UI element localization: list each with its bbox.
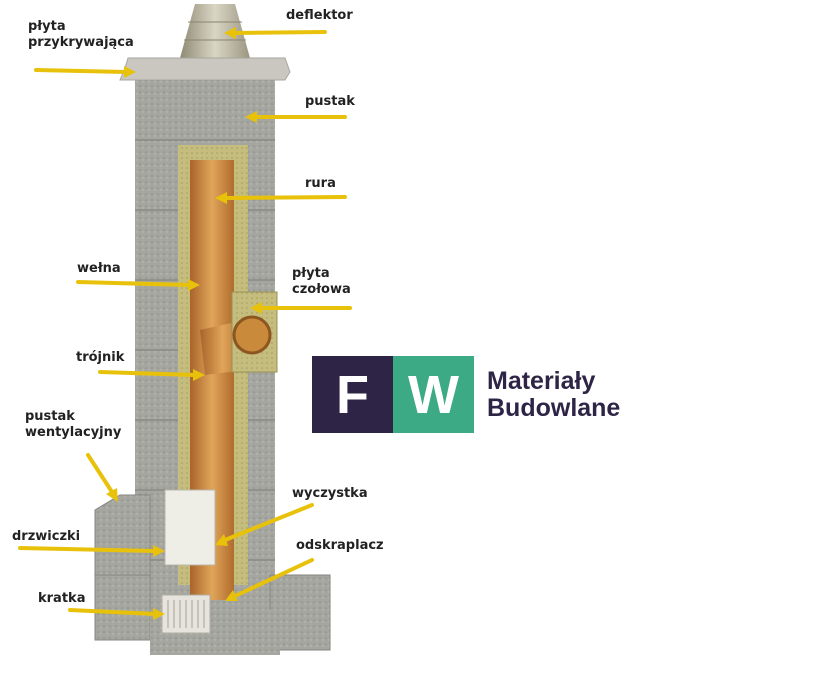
fw-logo: F W bbox=[312, 356, 474, 433]
label-trojnik: trójnik bbox=[76, 350, 125, 365]
label-line: wentylacyjny bbox=[25, 425, 122, 440]
arrow-drzwiczki bbox=[18, 546, 157, 553]
arrow-deflektor bbox=[232, 30, 327, 35]
label-deflektor: deflektor bbox=[286, 8, 353, 23]
brand-line-2: Budowlane bbox=[487, 394, 621, 422]
label-drzwiczki: drzwiczki bbox=[12, 529, 81, 544]
brand-line-1: Materiały bbox=[487, 367, 596, 395]
arrow-trojnik bbox=[98, 370, 197, 377]
logo-letter-w: W bbox=[393, 356, 474, 433]
arrow-welna bbox=[76, 280, 192, 287]
arrow-wyczystka bbox=[223, 503, 314, 542]
label-odskraplacz: odskraplacz bbox=[296, 538, 384, 553]
arrow-rura bbox=[223, 195, 347, 200]
arrow-plyta-przykrywajaca bbox=[34, 68, 128, 74]
label-welna: wełna bbox=[77, 261, 121, 276]
ventilation-block bbox=[94, 494, 151, 641]
deflector-shape bbox=[180, 4, 250, 58]
label-line: pustak bbox=[25, 409, 75, 424]
brand-name: Materiały Budowlane bbox=[487, 368, 620, 422]
label-rura: rura bbox=[305, 176, 336, 191]
label-kratka: kratka bbox=[38, 591, 86, 606]
arrow-kratka bbox=[68, 608, 157, 616]
cleanout-door bbox=[164, 489, 216, 566]
label-wyczystka: wyczystka bbox=[292, 486, 368, 501]
label-line: czołowa bbox=[292, 282, 351, 297]
logo-letter-f: F bbox=[312, 356, 393, 433]
label-line: płyta bbox=[28, 19, 66, 34]
label-line: przykrywająca bbox=[28, 35, 134, 50]
label-line: płyta bbox=[292, 266, 330, 281]
cover-plate-shape bbox=[119, 57, 291, 81]
tee-opening bbox=[232, 315, 272, 355]
arrow-odskraplacz bbox=[233, 558, 314, 598]
label-pustak: pustak bbox=[305, 94, 355, 109]
arrow-pustak-wentylacyjny bbox=[86, 453, 114, 494]
